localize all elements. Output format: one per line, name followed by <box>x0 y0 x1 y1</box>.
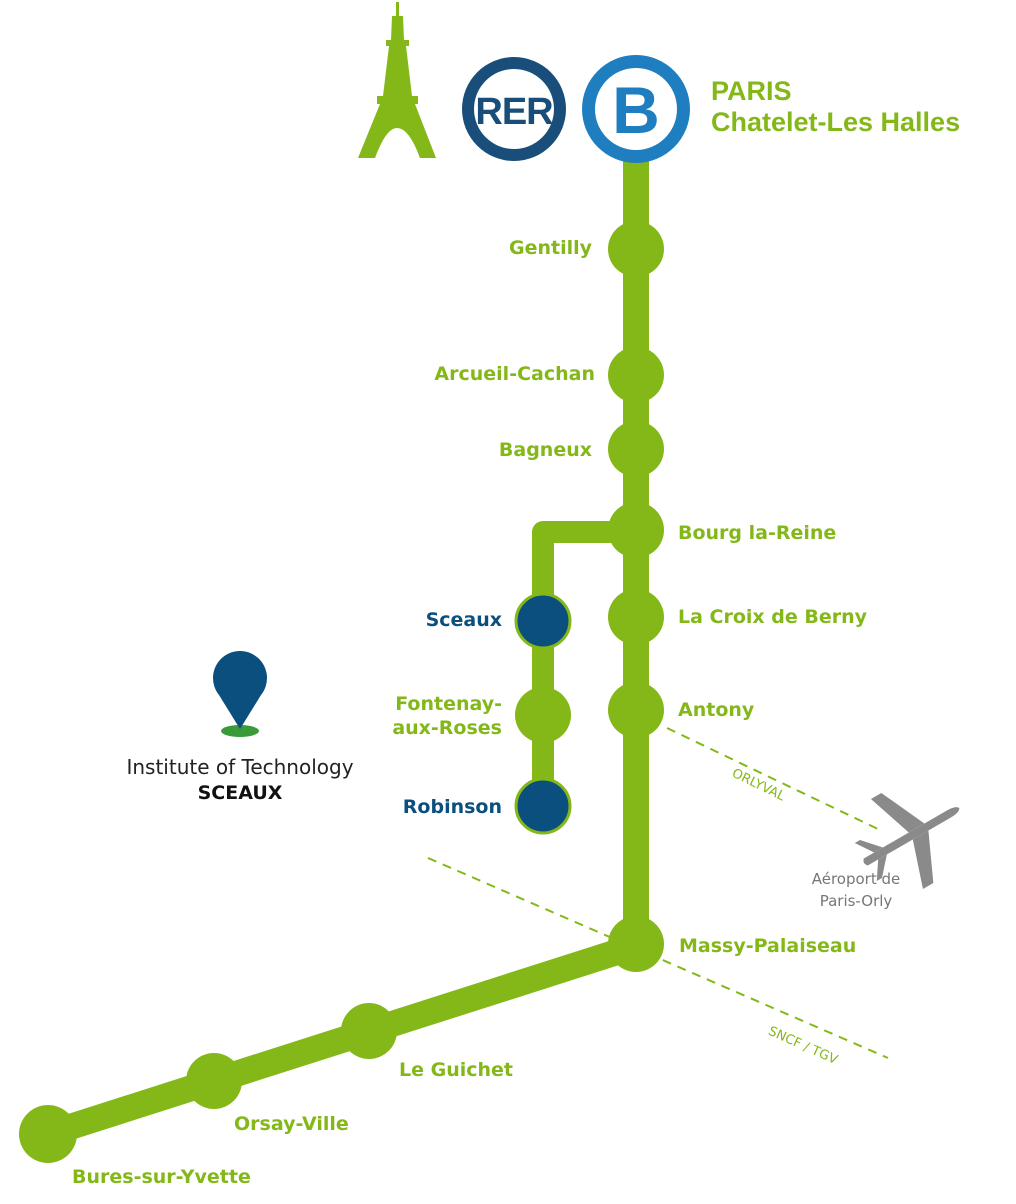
station-dot-massy[interactable] <box>608 916 664 972</box>
rer-badge: RER <box>462 57 566 161</box>
station-dot-fontenay[interactable] <box>515 687 571 743</box>
station-dot-croix[interactable] <box>608 589 664 645</box>
station-label-orsay[interactable]: Orsay-Ville <box>234 1113 349 1135</box>
terminus-station: Chatelet-Les Halles <box>711 107 961 137</box>
station-dot-bures[interactable] <box>19 1105 77 1163</box>
airport-label: Aéroport de Paris-Orly <box>786 868 926 912</box>
station-label-bures[interactable]: Bures-sur-Yvette <box>72 1166 251 1188</box>
station-label-bourg[interactable]: Bourg la-Reine <box>678 522 837 544</box>
station-label-massy[interactable]: Massy-Palaiseau <box>679 935 857 957</box>
institute-label: Institute of Technology SCEAUX <box>100 754 380 806</box>
station-dot-gentilly[interactable] <box>608 221 664 277</box>
station-label-sceaux[interactable]: Sceaux <box>425 609 502 631</box>
station-dot-arcueil[interactable] <box>608 347 664 403</box>
airplane-icon <box>854 792 960 890</box>
airport-line1: Aéroport de <box>811 870 901 888</box>
station-label-fontenay-line1: Fontenay- <box>395 693 502 715</box>
station-dot-sceaux[interactable] <box>514 592 572 650</box>
station-label-gentilly[interactable]: Gentilly <box>508 237 592 259</box>
station-label-fontenay[interactable]: Fontenay- aux-Roses <box>340 692 502 740</box>
line-b-badge: B <box>582 55 690 163</box>
station-dot-orsay[interactable] <box>186 1053 242 1109</box>
terminus-city: PARIS <box>711 76 792 106</box>
station-dot-guichet[interactable] <box>341 1003 397 1059</box>
station-dot-bagneux[interactable] <box>608 421 664 477</box>
station-dot-robinson[interactable] <box>514 777 572 835</box>
station-dot-bourg[interactable] <box>608 502 664 558</box>
station-label-robinson[interactable]: Robinson <box>402 796 502 818</box>
line-b-badge-text: B <box>612 73 660 147</box>
map-pin-icon <box>213 651 268 737</box>
station-label-fontenay-line2: aux-Roses <box>392 717 502 739</box>
station-label-antony[interactable]: Antony <box>678 699 755 721</box>
rer-b-robinson-branch <box>532 521 636 808</box>
station-label-guichet[interactable]: Le Guichet <box>399 1059 513 1081</box>
institute-campus: SCEAUX <box>197 782 283 804</box>
airport-line2: Paris-Orly <box>819 892 893 910</box>
station-label-croix[interactable]: La Croix de Berny <box>678 606 868 628</box>
sncf-tgv-dashed-line <box>427 857 889 1059</box>
station-dot-antony[interactable] <box>608 682 664 738</box>
terminus-title: PARIS Chatelet-Les Halles <box>711 76 960 138</box>
eiffel-tower-icon <box>358 2 436 158</box>
station-label-arcueil[interactable]: Arcueil-Cachan <box>434 363 595 385</box>
station-label-bagneux[interactable]: Bagneux <box>498 439 592 461</box>
rer-badge-text: RER <box>475 91 553 133</box>
rer-b-south-track <box>35 933 649 1147</box>
institute-name: Institute of Technology <box>126 755 354 779</box>
orlyval-dashed-line <box>666 727 881 831</box>
